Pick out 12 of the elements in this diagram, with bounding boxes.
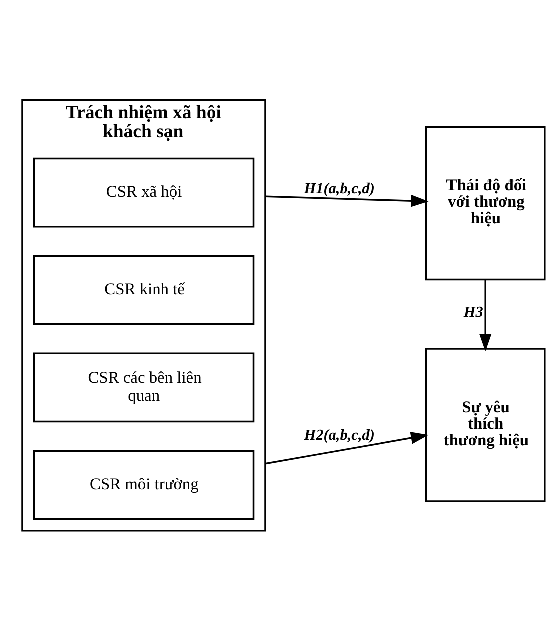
node-box: CSR kinh tế: [33, 254, 255, 325]
node-box: CSR môi trường: [33, 450, 255, 520]
node-box: CSR các bên liên quan: [33, 352, 255, 422]
node-box: CSR xã hội: [33, 157, 255, 228]
node-box: Sự yêu thích thương hiệu: [425, 348, 546, 502]
node-box: Thái độ đối với thương hiệu: [425, 126, 546, 280]
arrow: [265, 432, 429, 464]
edge-label: H1(a,b,c,d): [304, 180, 375, 197]
edge-label: H2(a,b,c,d): [304, 426, 375, 444]
arrow: [265, 194, 429, 207]
arrow: [479, 279, 492, 352]
edge-label: H3: [464, 304, 484, 321]
